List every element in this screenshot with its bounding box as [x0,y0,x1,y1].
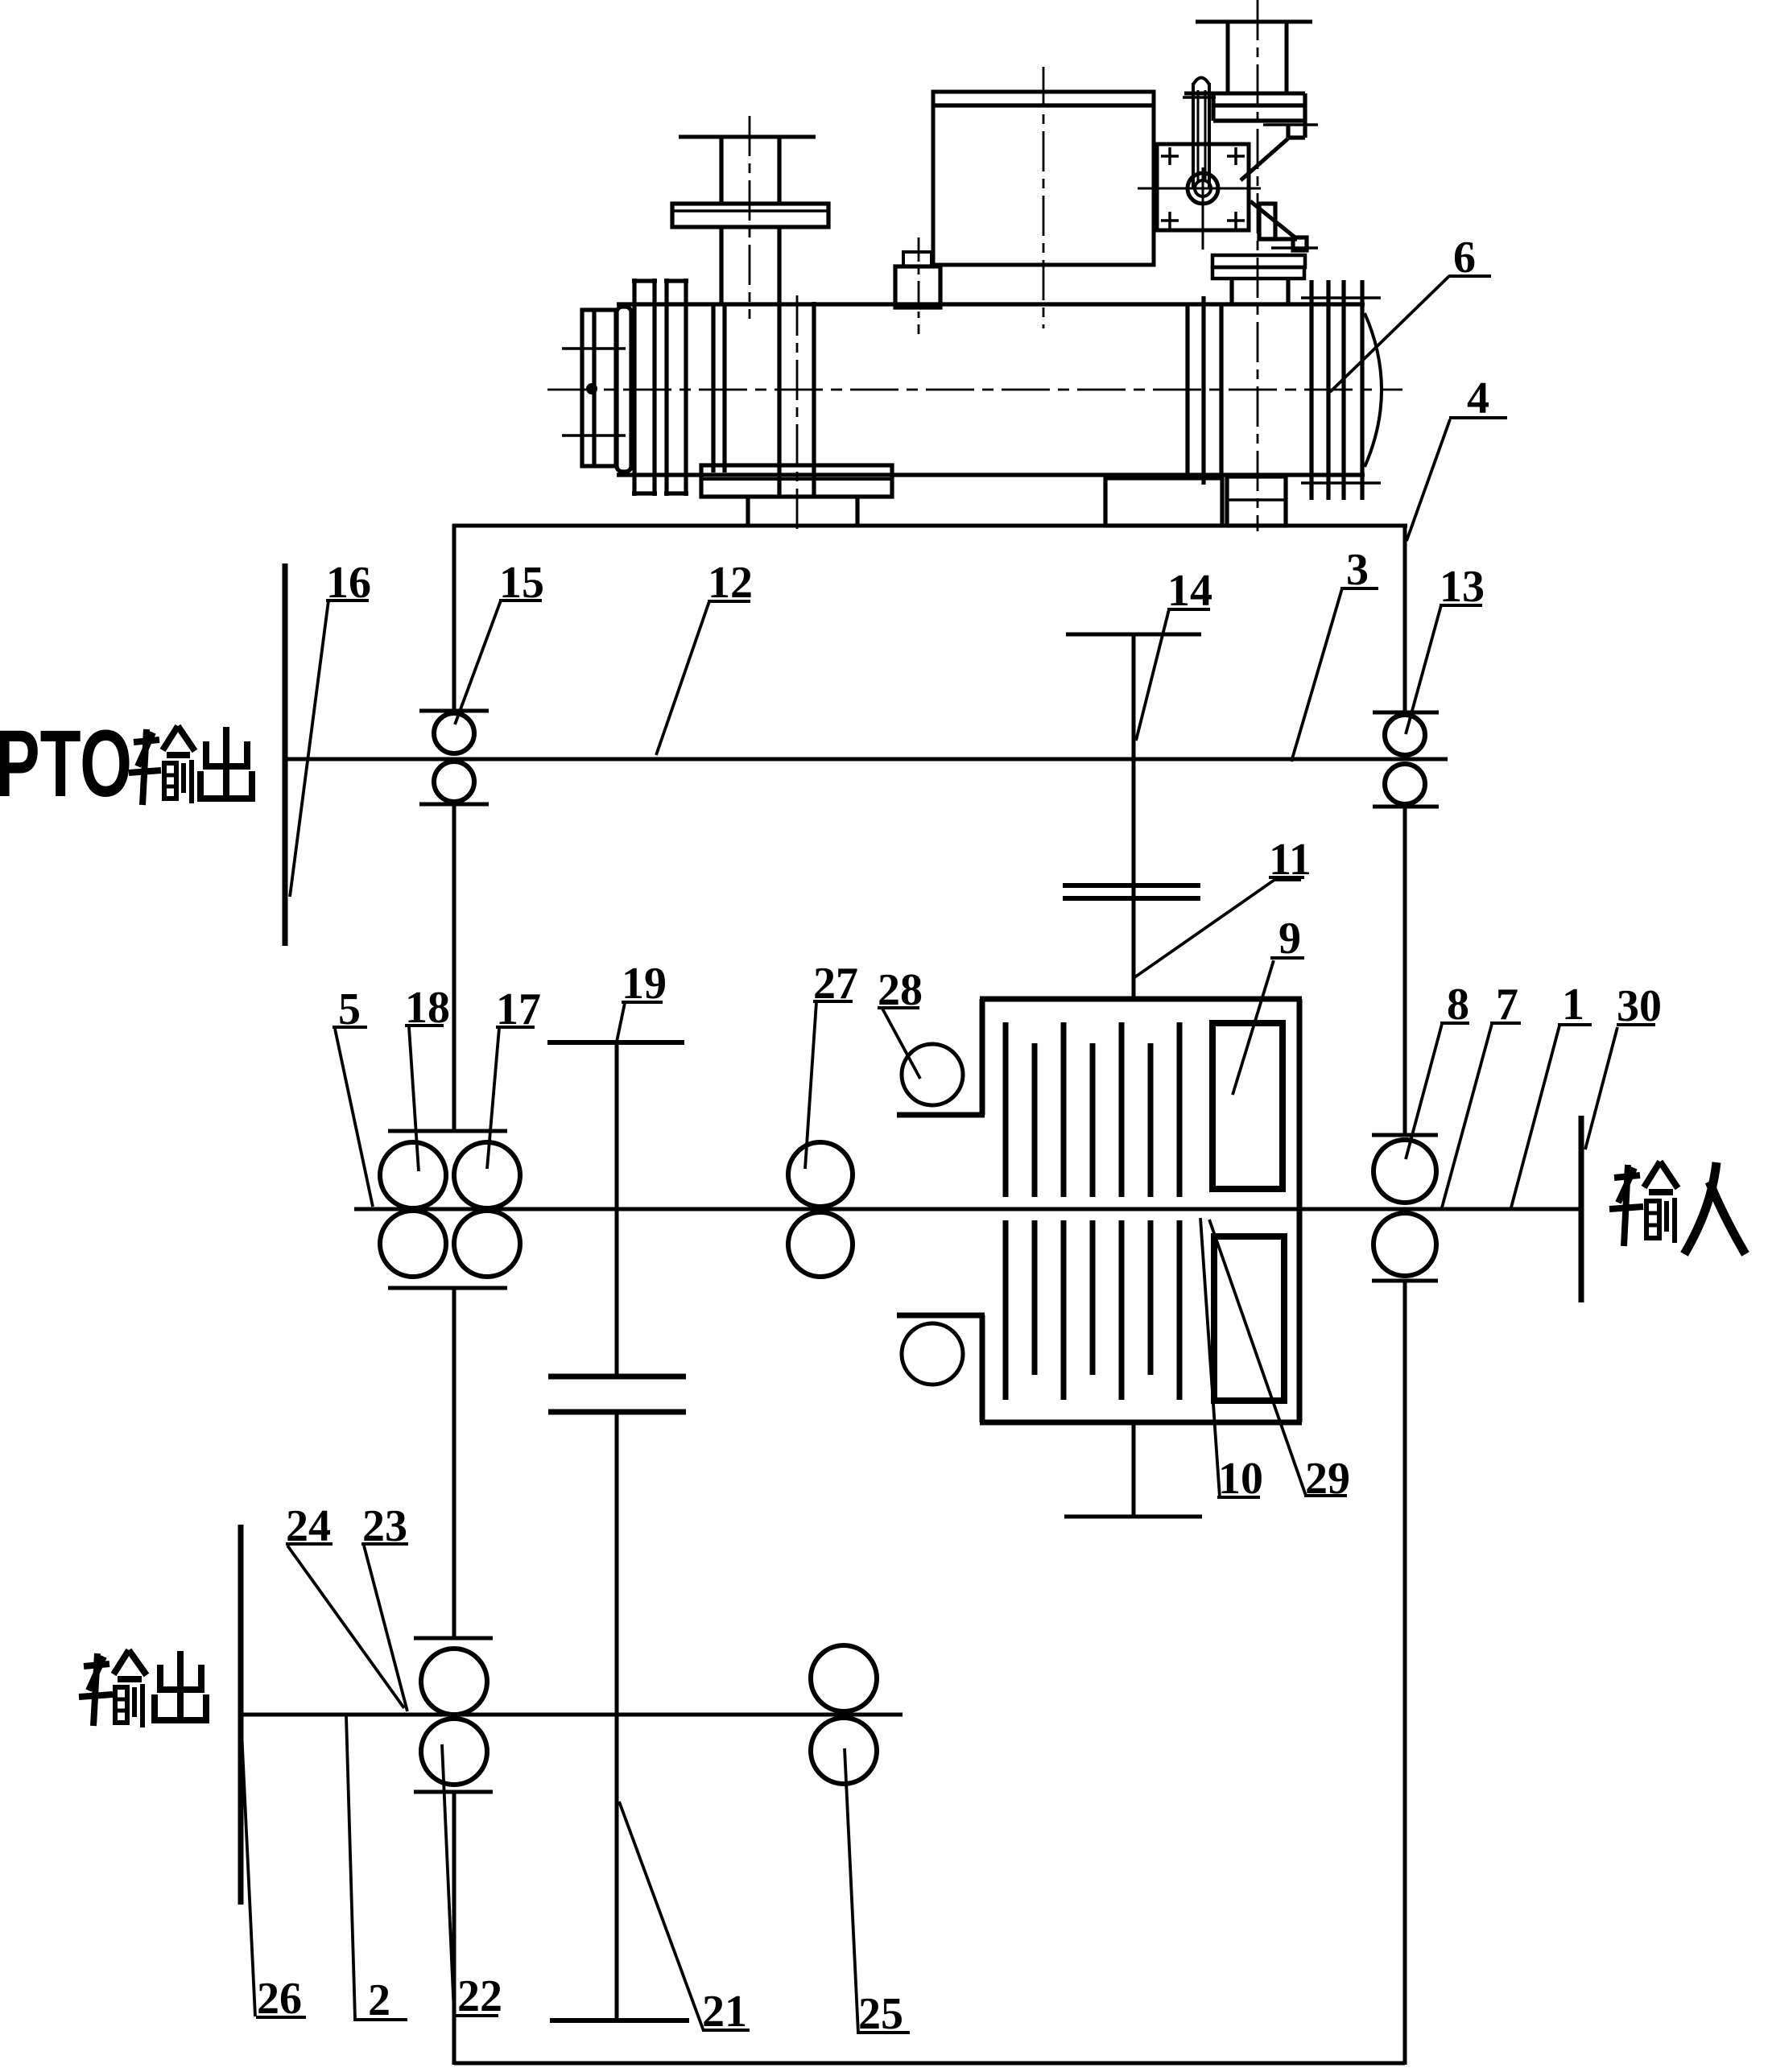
svg-text:21: 21 [702,1987,747,2037]
svg-text:26: 26 [257,1974,302,2024]
svg-text:3: 3 [1346,545,1369,595]
svg-text:4: 4 [1467,374,1489,423]
svg-text:12: 12 [708,558,753,608]
svg-text:14: 14 [1167,566,1212,616]
svg-text:1: 1 [1562,980,1584,1030]
svg-text:8: 8 [1447,980,1469,1030]
svg-text:25: 25 [858,1989,903,2039]
svg-text:9: 9 [1278,914,1301,964]
svg-text:2: 2 [368,1975,390,2025]
svg-text:22: 22 [457,1971,502,2021]
svg-text:19: 19 [622,959,667,1009]
svg-text:30: 30 [1617,981,1662,1031]
svg-text:13: 13 [1440,562,1485,612]
svg-text:10: 10 [1218,1454,1263,1504]
svg-text:6: 6 [1453,233,1476,283]
svg-text:PTO: PTO [0,711,132,817]
svg-text:7: 7 [1496,980,1518,1030]
